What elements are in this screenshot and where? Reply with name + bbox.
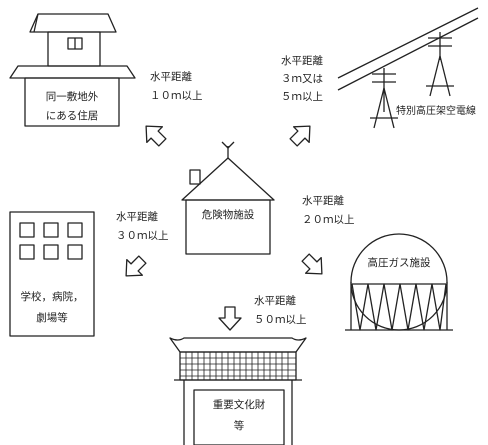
power-line-towers bbox=[337, 7, 479, 129]
arrow-to-gas bbox=[301, 253, 323, 275]
distance-gas-line2: ２０ｍ以上 bbox=[302, 214, 355, 226]
distance-powerline-line3: ５ｍ以上 bbox=[281, 91, 323, 103]
facility-label: 危険物施設 bbox=[186, 208, 270, 223]
distance-school: 水平距離 ３０ｍ以上 bbox=[116, 210, 169, 244]
distance-powerline: 水平距離 ３ｍ又は ５ｍ以上 bbox=[281, 54, 323, 105]
hazardous-facility bbox=[181, 141, 275, 255]
school-label-line1: 学校，病院， bbox=[20, 291, 84, 303]
gas-label-text: 高圧ガス施設 bbox=[367, 257, 431, 269]
cultural-label-line2: 等 bbox=[233, 420, 245, 432]
school-building bbox=[9, 211, 95, 337]
cultural-label: 重要文化財 等 bbox=[194, 398, 284, 434]
distance-cultural-line1: 水平距離 bbox=[254, 295, 296, 307]
distance-residence-line1: 水平距離 bbox=[150, 71, 192, 83]
arrow-to-cultural bbox=[218, 306, 242, 331]
arrow-to-school bbox=[125, 255, 147, 277]
gas-label: 高圧ガス施設 bbox=[351, 256, 447, 271]
distance-residence-line2: １０ｍ以上 bbox=[150, 90, 203, 102]
facility-label-text: 危険物施設 bbox=[201, 209, 255, 221]
distance-powerline-line2: ３ｍ又は bbox=[281, 73, 323, 85]
distance-cultural: 水平距離 ５０ｍ以上 bbox=[254, 294, 307, 328]
powerline-label-text: 特別高圧架空電線 bbox=[396, 106, 476, 117]
cultural-label-line1: 重要文化財 bbox=[212, 399, 266, 411]
residence-label-line1: 同一敷地外 bbox=[45, 91, 99, 103]
distance-school-line2: ３０ｍ以上 bbox=[116, 230, 169, 242]
cultural-property bbox=[169, 337, 307, 445]
school-label: 学校，病院， 劇場等 bbox=[10, 290, 94, 326]
school-label-line2: 劇場等 bbox=[36, 312, 68, 324]
distance-gas-line1: 水平距離 bbox=[302, 195, 344, 207]
distance-school-line1: 水平距離 bbox=[116, 211, 158, 223]
distance-powerline-line1: 水平距離 bbox=[281, 55, 323, 67]
residence-building bbox=[9, 13, 136, 127]
distance-cultural-line2: ５０ｍ以上 bbox=[254, 314, 307, 326]
arrow-to-powerline bbox=[289, 125, 311, 147]
gas-tank bbox=[345, 233, 453, 331]
distance-gas: 水平距離 ２０ｍ以上 bbox=[302, 194, 355, 228]
arrow-to-residence bbox=[145, 125, 167, 147]
residence-label: 同一敷地外 にある住居 bbox=[25, 90, 119, 124]
residence-label-line2: にある住居 bbox=[45, 110, 99, 122]
distance-residence: 水平距離 １０ｍ以上 bbox=[150, 70, 203, 104]
powerline-label: 特別高圧架空電線 bbox=[396, 104, 476, 119]
